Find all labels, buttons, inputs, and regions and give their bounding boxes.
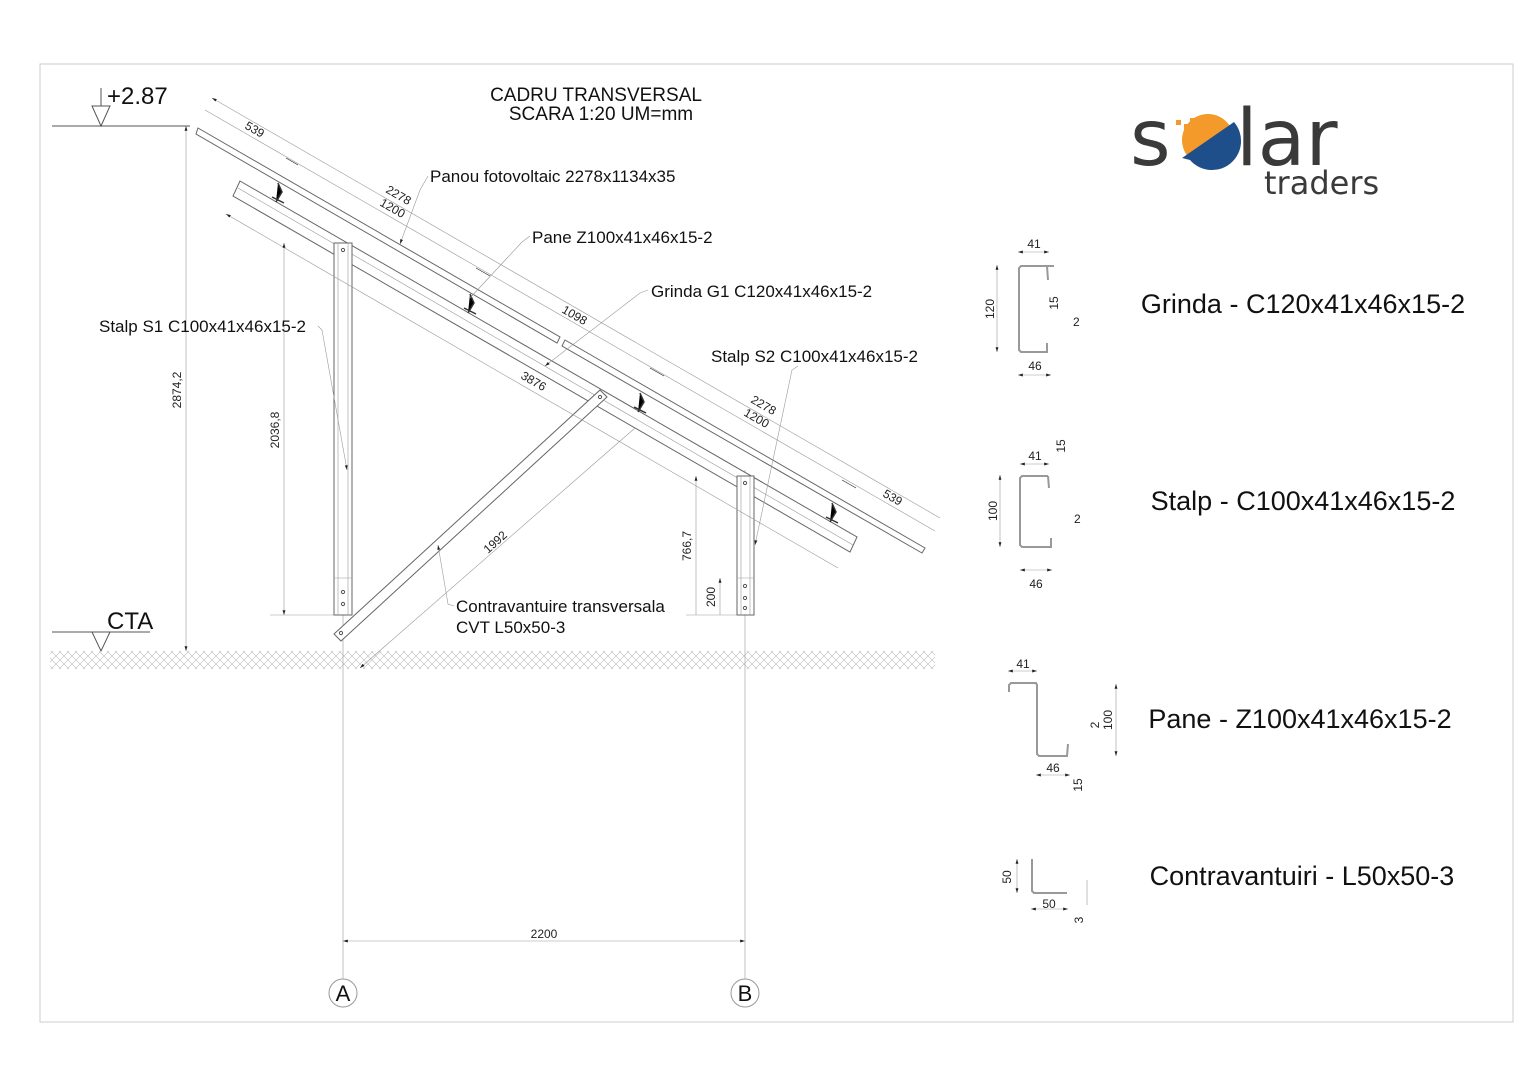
dim: 15 [1071,778,1085,792]
dim: 41 [1028,449,1042,463]
vertical-dimensions [184,126,737,651]
dim: 100 [986,501,1000,521]
axis-bubble-a [328,978,358,1008]
dim: 100 [1101,710,1115,730]
level-ground-label: CTA [107,608,153,635]
dim-height-s1: 2036,8 [268,411,282,448]
profile-cvt: 50 50 3 Contravantuiri - L50x50-3 [1000,859,1454,923]
dim: 46 [1029,577,1043,591]
dim: 120 [983,299,997,319]
axis-a-label: A [336,981,351,1006]
dim: 46 [1028,359,1042,373]
level-top-label: +2.87 [107,83,168,110]
dim-span: 2200 [531,927,558,941]
dim-539-top: 539 [243,118,268,140]
level-top: +2.87 [52,83,190,128]
axis-b-label: B [738,981,753,1006]
label-pane: Pane Z100x41x46x15-2 [532,228,713,247]
label-panel: Panou fotovoltaic 2278x1134x35 [430,167,675,186]
dim-height-total: 2874,2 [170,371,184,408]
dim-height-s2: 766,7 [680,531,694,561]
purlins [271,182,839,524]
dim-1992: 1992 [481,528,510,556]
profile-pane-label: Pane - Z100x41x46x15-2 [1148,704,1451,734]
title-line1: CADRU TRANSVERSAL [490,85,702,106]
dim: 41 [1027,237,1041,251]
ground-hatch [50,651,935,669]
column-s1 [333,242,353,616]
dim: 41 [1016,657,1030,671]
label-grinda: Grinda G1 C120x41x46x15-2 [651,282,872,301]
level-ground: CTA [52,608,153,653]
dim: 50 [1000,870,1014,884]
dim-1098: 1098 [560,302,590,328]
profile-grinda: 41 120 15 2 46 Grinda - C120x41x46x15-2 [983,237,1465,377]
dim: 3 [1072,916,1086,923]
dim-539-bottom: 539 [881,486,906,508]
profile-stalp-label: Stalp - C100x41x46x15-2 [1151,486,1456,516]
pv-panels [195,127,926,554]
dim: 15 [1047,296,1061,310]
dim: 2 [1088,721,1102,728]
logo-solar-traders: s lar traders [1130,94,1379,202]
dim: 50 [1042,897,1056,911]
svg-text:s: s [1130,94,1171,184]
profile-cvt-label: Contravantuiri - L50x50-3 [1150,861,1455,891]
column-s2 [736,475,755,616]
dim: 2 [1073,315,1080,329]
svg-text:traders: traders [1264,164,1379,202]
dim: 46 [1046,761,1060,775]
label-cvt-1: Contravantuire transversala [456,597,665,616]
dimension-lines [204,97,941,669]
profile-stalp: 41 100 15 2 46 Stalp - C100x41x46x15-2 [986,439,1455,591]
title-line2: SCARA 1:20 UM=mm [509,104,693,125]
label-stalp1: Stalp S1 C100x41x46x15-2 [99,317,306,336]
profile-pane: 41 2 100 46 15 Pane - Z100x41x46x15-2 [1008,657,1452,792]
sheet-border [39,63,1514,1023]
dim: 2 [1074,512,1081,526]
leader-lines [317,175,799,607]
brace-cvt [333,389,608,642]
profile-grinda-label: Grinda - C120x41x46x15-2 [1141,289,1465,319]
svg-text:lar: lar [1236,94,1338,184]
dim-200: 200 [704,587,718,607]
label-stalp2: Stalp S2 C100x41x46x15-2 [711,347,918,366]
dim: 15 [1054,439,1068,453]
axis-bubble-b [730,978,760,1008]
label-cvt-2: CVT L50x50-3 [456,618,565,637]
